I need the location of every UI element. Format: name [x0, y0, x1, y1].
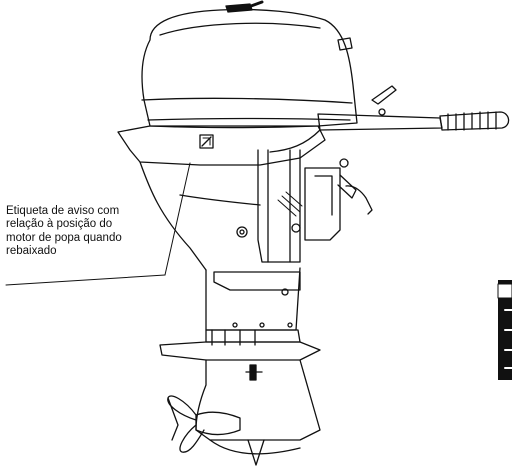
shaft-housing: [205, 271, 301, 346]
lower-unit: [159, 341, 321, 466]
callout-line-3: motor de popa quando: [6, 231, 122, 244]
callout-line-2: relação à posição do: [6, 218, 113, 231]
top-cowling: [141, 3, 358, 129]
callout-line-1: Etiqueta de aviso com: [6, 205, 120, 217]
clamp-bracket: [257, 149, 373, 263]
tiller-handle: [269, 85, 510, 153]
callout-leader-line: [5, 162, 191, 286]
warning-label-square: [199, 134, 214, 149]
callout-line-4: rebaixado: [6, 245, 57, 258]
warning-label-callout: Etiqueta de aviso com relação à posição …: [6, 205, 186, 259]
side-tab: [497, 280, 512, 380]
